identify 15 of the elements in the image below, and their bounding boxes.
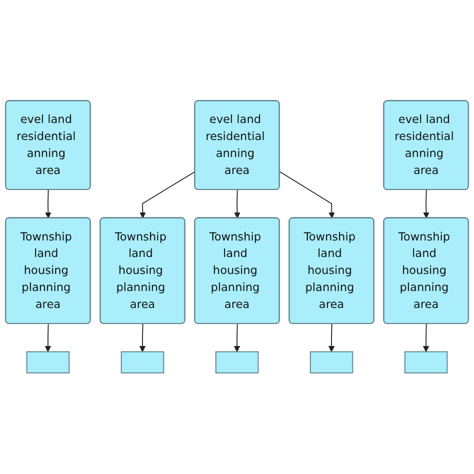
arrow <box>422 324 430 352</box>
arrow <box>234 324 240 352</box>
arrow <box>423 190 430 219</box>
node-box <box>120 352 164 374</box>
node-box <box>26 352 70 374</box>
arrow <box>234 190 240 219</box>
node-box <box>215 352 259 374</box>
arrow <box>328 324 335 352</box>
node-box <box>404 352 448 374</box>
arrow <box>139 324 146 352</box>
arrow <box>140 171 196 219</box>
arrow <box>44 324 52 352</box>
arrow <box>279 171 335 219</box>
arrow <box>45 190 52 219</box>
node-box <box>310 352 354 374</box>
